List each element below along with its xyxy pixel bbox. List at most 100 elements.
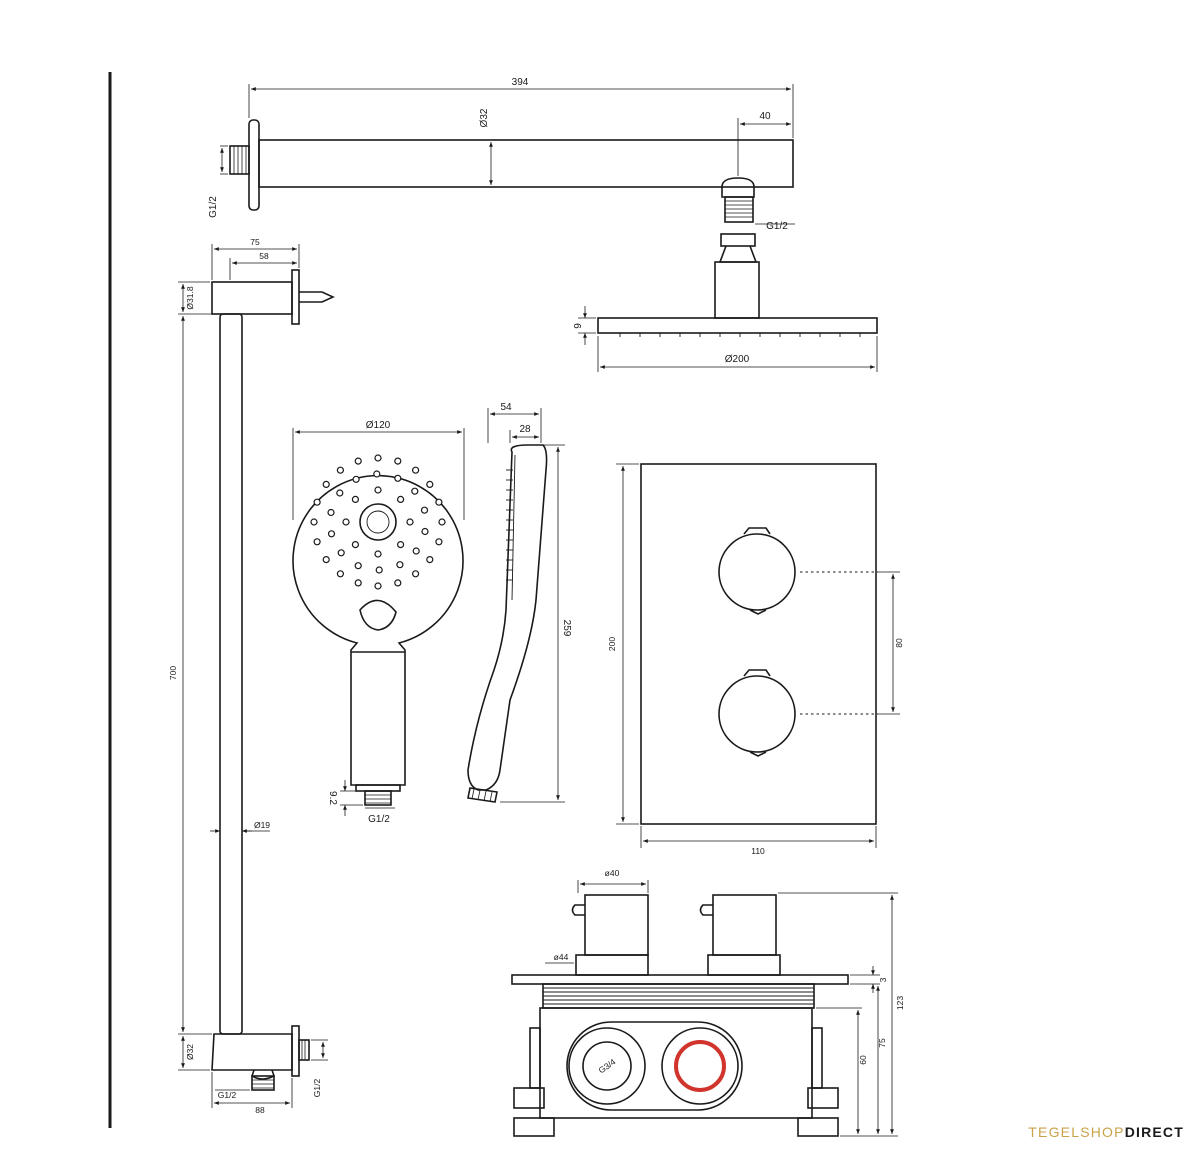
arm-head-joint <box>721 177 755 198</box>
nozzle-hole <box>420 506 429 514</box>
nozzle-hole <box>336 570 344 578</box>
box-flange <box>511 974 849 985</box>
brand-logo-part2: DIRECT <box>1124 1124 1184 1140</box>
head-thickness-label: 9 <box>573 323 584 329</box>
hand-diameter-label: Ø120 <box>366 420 391 431</box>
nozzle-holes <box>310 454 446 590</box>
nozzle-hole <box>397 495 405 503</box>
nozzle-hole <box>313 498 321 506</box>
arm-head-thread <box>724 196 754 223</box>
nozzle-hole <box>394 579 402 587</box>
valve-spacing-label: 80 <box>894 638 904 648</box>
shower-arm-view <box>220 84 795 225</box>
nozzle-hole <box>374 550 382 558</box>
nozzle-hole <box>438 518 446 526</box>
rail-tube <box>219 313 243 1035</box>
rail-bottom-width-label: 88 <box>255 1105 265 1115</box>
arm-wall-flange <box>248 119 260 211</box>
hand-connector-label: 9.2 <box>327 791 338 805</box>
nozzle-hole <box>313 538 321 546</box>
hand-shower-front-view <box>292 428 465 816</box>
nozzle-hole <box>374 486 382 494</box>
nozzle-hole <box>322 555 330 564</box>
trim-plate-upper-knob <box>718 533 796 611</box>
nozzle-hole <box>397 540 405 549</box>
arm-wall-thread <box>229 145 250 175</box>
trim-plate <box>640 463 877 825</box>
trim-plate-view <box>616 463 900 848</box>
rail-bottom-thread-right-label: G1/2 <box>312 1079 322 1098</box>
plate-width-label: 110 <box>751 846 765 856</box>
rain-head-view <box>578 233 878 372</box>
slide-rail-view <box>178 244 335 1108</box>
nozzle-hole <box>351 540 359 549</box>
concealed-box-view <box>511 880 898 1137</box>
hand-shower-side-outline <box>467 444 548 791</box>
rail-top-bracket <box>211 281 293 315</box>
nozzle-hole <box>412 570 420 578</box>
nozzle-hole <box>435 498 443 506</box>
nozzle-hole <box>411 487 419 495</box>
nozzle-hole <box>374 454 382 462</box>
rail-bottom-thread-left-label: G1/2 <box>218 1090 237 1100</box>
arm-wall-thread-label: G1/2 <box>208 196 219 218</box>
nozzle-hole <box>336 466 344 474</box>
nozzle-hole <box>394 457 402 465</box>
nozzle-hole <box>406 518 414 526</box>
nozzle-hole <box>426 555 434 564</box>
hand-side-width-inner-label: 28 <box>519 424 531 435</box>
box-total-height-label: 123 <box>895 996 905 1010</box>
hand-shower-side-view <box>467 408 565 803</box>
arm-offset-label: 40 <box>759 111 771 122</box>
arm-head-thread-label: G1/2 <box>766 221 788 232</box>
box-inlet-thread-label: G3/4 <box>597 1056 618 1075</box>
hand-thread-label: G1/2 <box>368 814 390 825</box>
rail-bottom-diameter-label: Ø32 <box>185 1044 195 1060</box>
plate-height-label: 200 <box>607 637 617 651</box>
brand-logo: TEGELSHOPDIRECT <box>1028 1124 1184 1140</box>
box-hot-inlet <box>661 1027 739 1105</box>
nozzle-hole <box>421 527 429 536</box>
box-cap-diameter-label: ø40 <box>605 868 620 878</box>
hand-length-label: 259 <box>561 620 572 637</box>
nozzle-hole <box>327 530 336 538</box>
box-cold-inlet <box>568 1027 646 1105</box>
nozzle-hole <box>374 582 382 590</box>
nozzle-hole <box>435 538 443 546</box>
nozzle-hole <box>327 508 335 517</box>
nozzle-hole <box>310 518 318 526</box>
nozzle-hole <box>375 566 383 574</box>
box-depth-75-label: 75 <box>877 1038 887 1048</box>
hand-side-width-label: 54 <box>500 402 512 413</box>
rail-bottom-outlet <box>251 1069 275 1080</box>
nozzle-hole <box>396 561 404 569</box>
arm-length-label: 394 <box>512 77 529 88</box>
nozzle-hole <box>373 470 381 478</box>
nozzle-hole <box>412 547 420 555</box>
nozzle-hole <box>337 549 345 557</box>
brand-logo-part1: TEGELSHOP <box>1028 1124 1125 1140</box>
nozzle-hole <box>426 480 434 488</box>
rail-length-label: 700 <box>168 666 178 680</box>
bracket-depth-label: 75 <box>250 237 260 247</box>
nozzle-hole <box>354 457 362 465</box>
nozzle-hole <box>342 518 350 526</box>
arm-diameter-label: Ø32 <box>479 108 490 127</box>
nozzle-hole <box>352 475 360 483</box>
nozzle-hole <box>351 495 359 503</box>
nozzle-hole <box>412 466 420 474</box>
nozzle-hole <box>354 562 362 570</box>
hand-shower-center-nozzle <box>359 503 397 541</box>
arm-tube <box>258 139 794 188</box>
nozzle-hole <box>354 579 362 587</box>
head-diameter-label: Ø200 <box>725 354 750 365</box>
rail-top-diameter-label: Ø31.8 <box>185 286 195 309</box>
box-base-diameter-label: ø44 <box>554 952 569 962</box>
nozzle-hole <box>322 480 330 488</box>
nozzle-hole <box>394 474 402 482</box>
box-depth-60-label: 60 <box>858 1055 868 1065</box>
rain-head-plate <box>597 317 878 334</box>
bracket-inner-label: 58 <box>259 251 269 261</box>
rail-diameter-label: Ø19 <box>254 820 270 830</box>
